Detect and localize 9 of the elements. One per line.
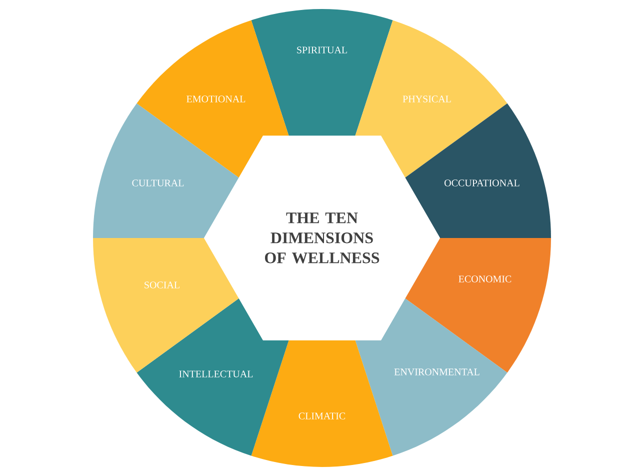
sector: SPIRITUAL [251, 9, 393, 136]
sector: CLIMATIC [251, 340, 393, 467]
sector: CULTURAL [93, 103, 239, 238]
sector: EMOTIONAL [136, 20, 289, 178]
sector: OCCUPATIONAL [405, 103, 551, 238]
sector: PHYSICAL [355, 20, 508, 178]
sector: ENVIRONMENTAL [355, 298, 508, 456]
sector: INTELLECTUAL [136, 298, 289, 456]
hexagon: THE TEN DIMENSIONS OF WELLNESS [204, 136, 440, 340]
